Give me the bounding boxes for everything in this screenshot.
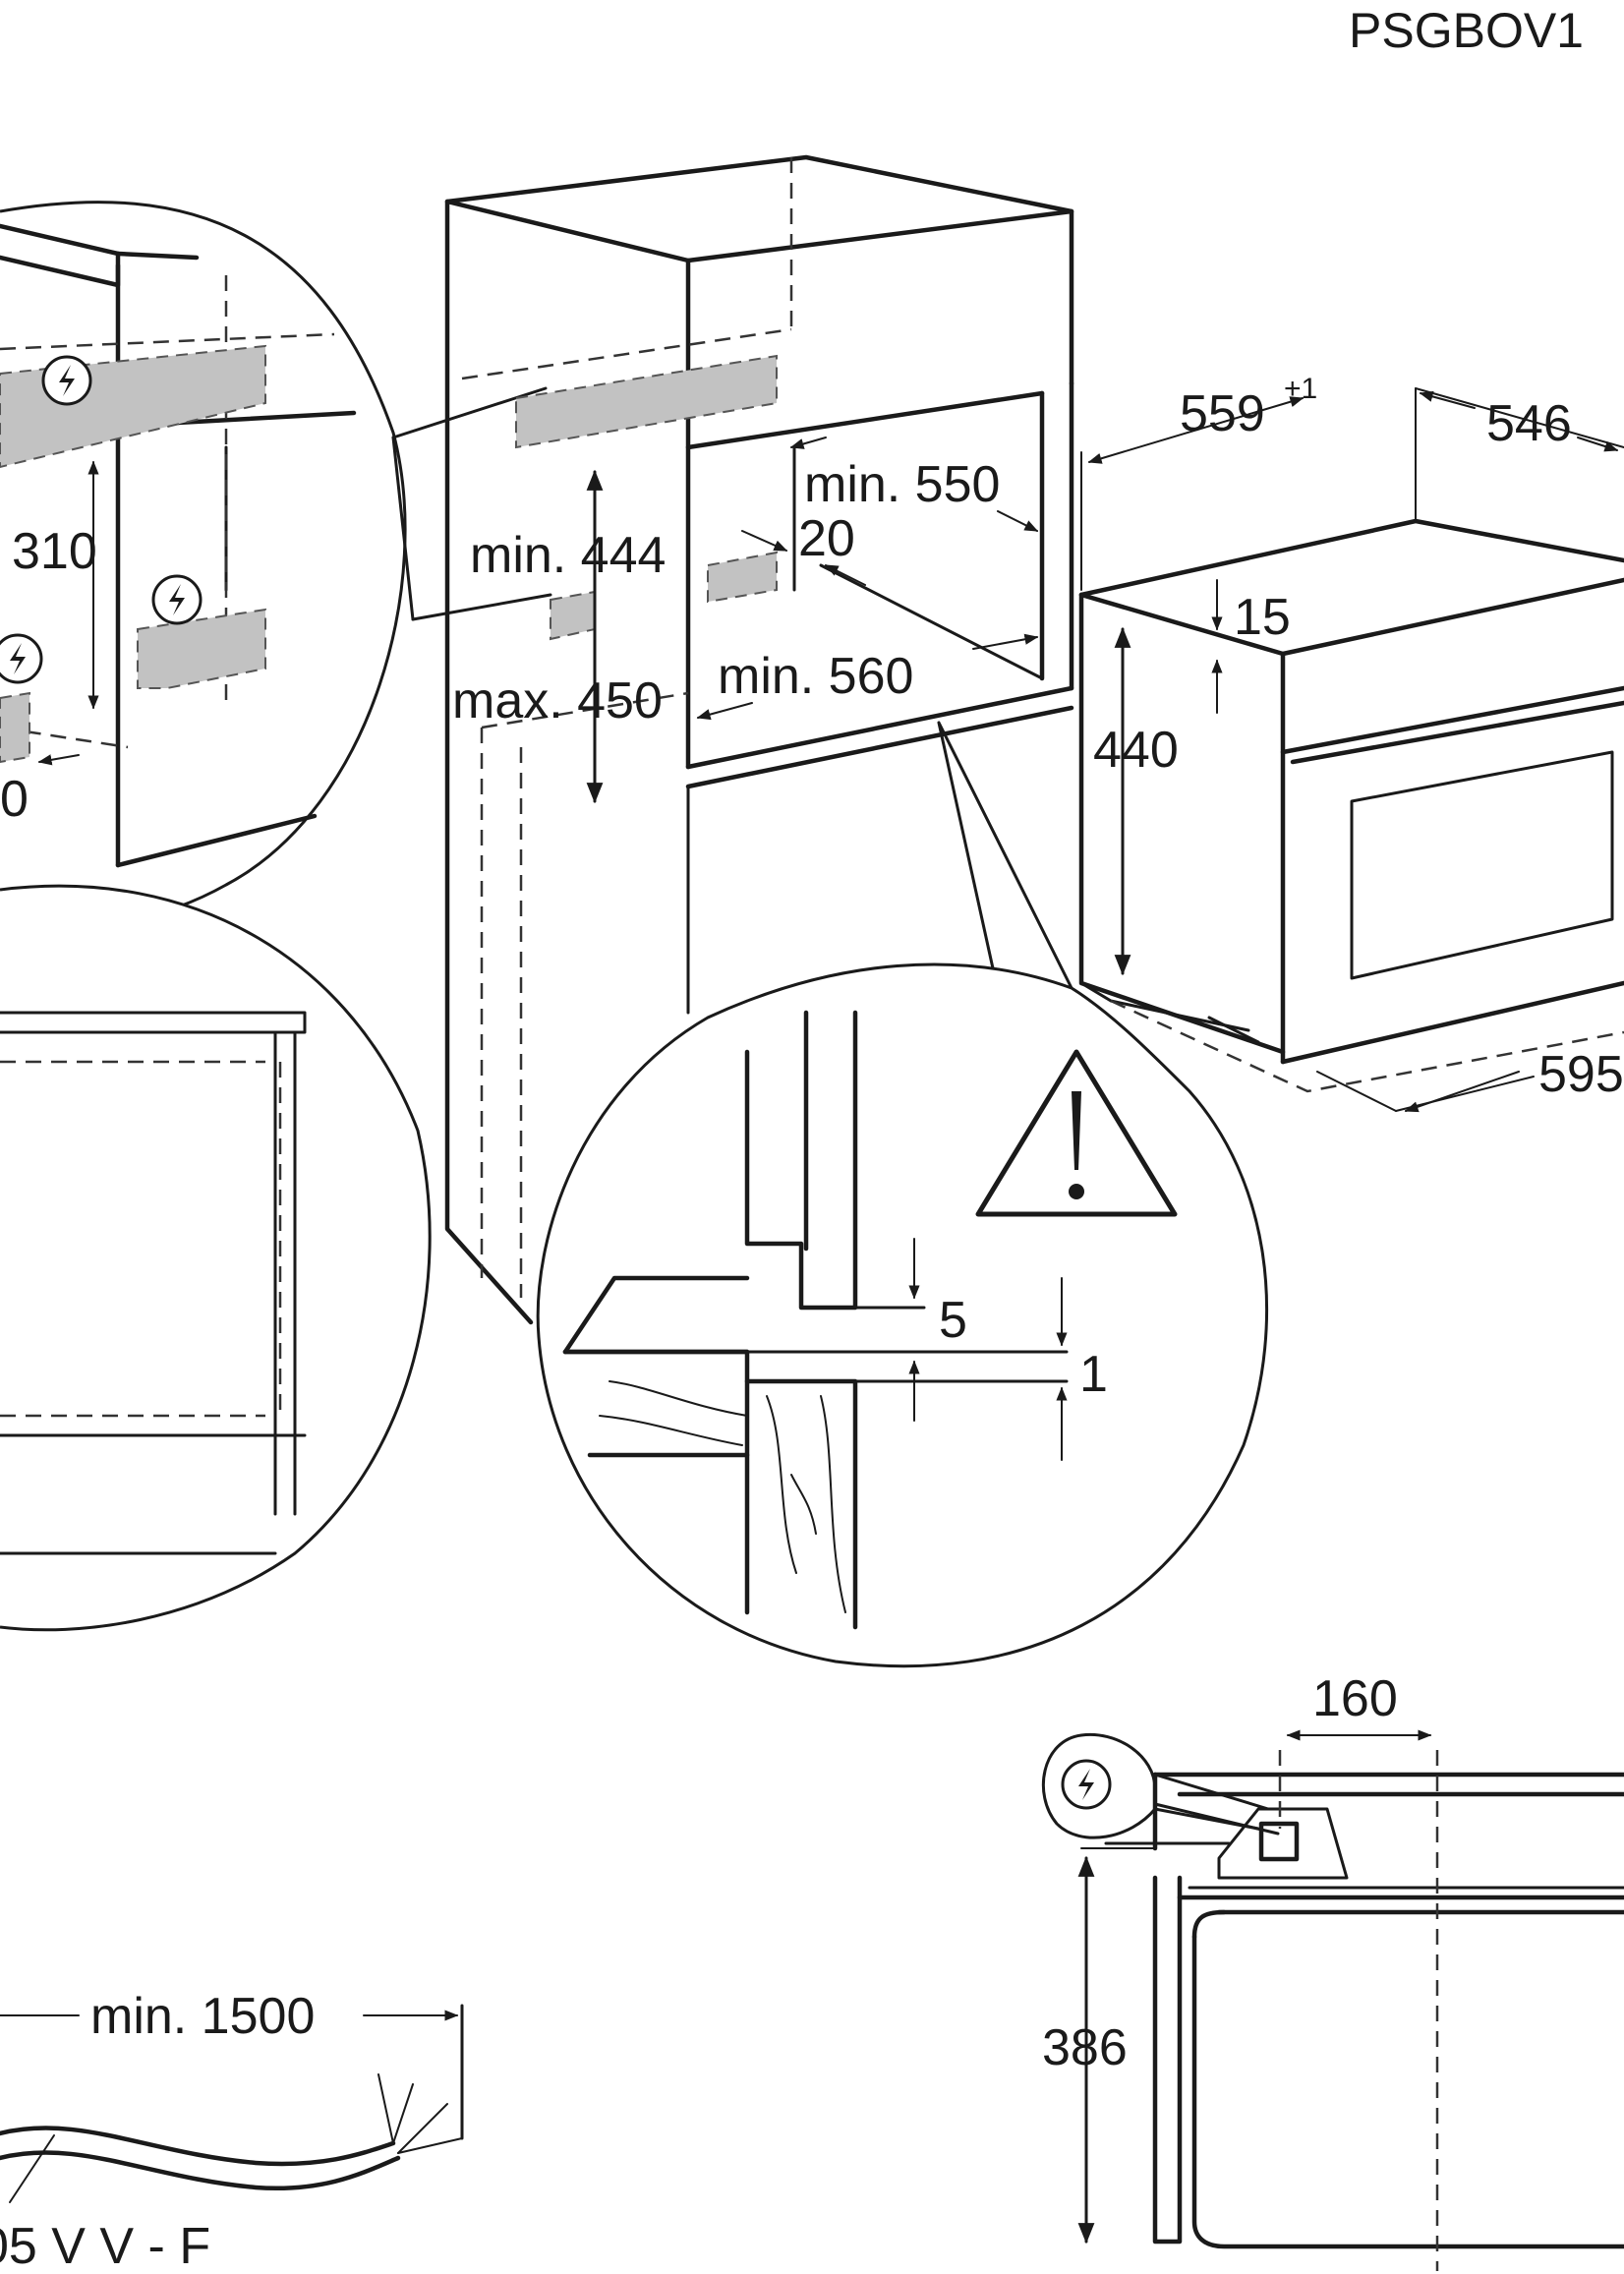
socket-area-lower <box>137 608 266 689</box>
socket-area-edge <box>0 691 30 764</box>
appliance-depth: 546 <box>1486 395 1572 452</box>
dim-310: 310 <box>12 523 97 580</box>
dim-partial: 0 <box>0 771 29 828</box>
socket-zone-top <box>515 354 778 449</box>
warning-triangle-icon <box>975 1049 1178 1217</box>
electrical-hazard-icon <box>41 355 92 406</box>
side-height: 386 <box>1042 2019 1128 2076</box>
appliance-top-offset: 15 <box>1234 589 1291 646</box>
appliance-height: 440 <box>1093 722 1179 779</box>
niche-max-height: max. 450 <box>452 672 663 729</box>
left-detail-circle: 310 0 <box>0 201 407 930</box>
niche-min-height: min. 444 <box>470 527 666 584</box>
side-offset: 160 <box>1312 1670 1398 1727</box>
niche-gap-20: 20 <box>798 510 855 567</box>
niche-min-width: min. 560 <box>718 648 913 705</box>
electrical-hazard-icon <box>151 574 203 625</box>
electrical-hazard-icon <box>1061 1759 1112 1810</box>
power-cable: min. 1500 05 V V - F <box>0 1988 464 2274</box>
cable-length: min. 1500 <box>90 1988 315 2045</box>
niche-min-depth: min. 550 <box>804 456 1000 513</box>
model-code: PSGBOV1 <box>1349 3 1584 58</box>
edge-gap-1: 1 <box>1079 1346 1108 1403</box>
side-view-diagram: 160 386 <box>1041 1670 1624 2271</box>
appliance-front-width: 595 <box>1538 1046 1624 1103</box>
left-base-circle <box>0 884 432 1632</box>
edge-detail-circle: 5 1 <box>536 962 1269 1668</box>
electrical-hazard-icon <box>0 633 43 684</box>
edge-gap-5: 5 <box>939 1292 967 1349</box>
appliance-width: 559 <box>1180 385 1265 442</box>
appliance-3d: 559 +1 546 440 15 595 <box>1078 373 1624 1113</box>
cable-type: 05 V V - F <box>0 2218 210 2274</box>
appliance-width-tolerance: +1 <box>1284 373 1317 405</box>
socket-zone-rear <box>707 551 778 604</box>
built-in-niche: min. 444 max. 450 min. 550 20 min. 560 <box>444 154 1074 1325</box>
socket-zone-side <box>550 590 596 641</box>
